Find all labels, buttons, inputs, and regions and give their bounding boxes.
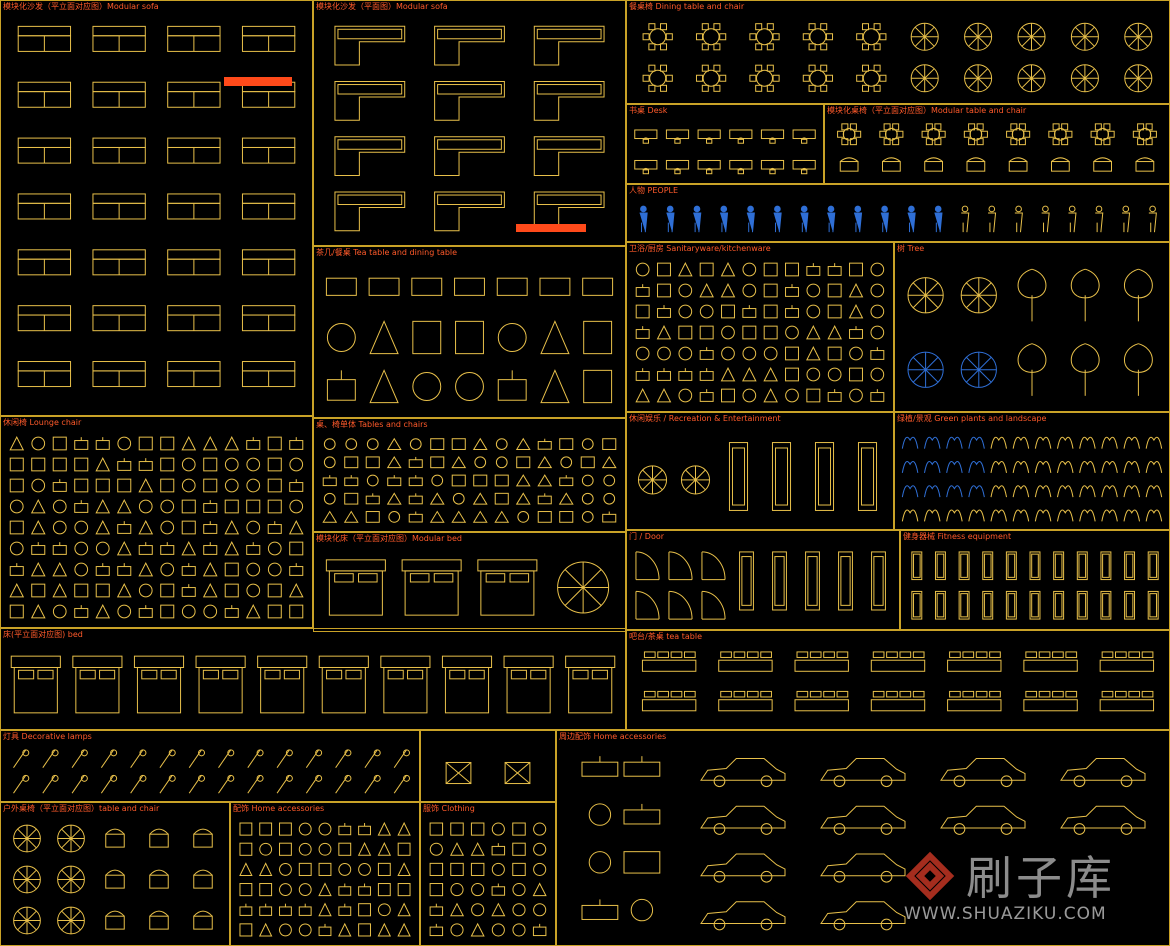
panel-art (581, 756, 1146, 931)
panel-art (17, 25, 296, 388)
panel-title: 模块化桌椅（平立面对应图）Modular table and chair (827, 106, 1027, 115)
panel-title: 床(平立面对应图) bed (3, 630, 83, 639)
panel-title: 健身器械 Fitness equipment (903, 532, 1012, 541)
panel-title: 休闲椅 Lounge chair (3, 418, 82, 427)
panel-art (634, 129, 816, 175)
panel-lounge: 休闲椅 Lounge chair (0, 416, 313, 628)
panel-fitness: 健身器械 Fitness equipment (900, 530, 1170, 630)
panel-modular-sofa-1: 模块化沙发（平立面对应图）Modular sofa (0, 0, 313, 416)
brush-logo-icon (905, 851, 955, 901)
watermark-chinese: 刷子库 (966, 851, 1116, 905)
watermark-url: WWW.SHUAZIKU.COM (904, 904, 1107, 924)
panel-bed: 床(平立面对应图) bed (0, 628, 626, 730)
panel-art (325, 559, 610, 616)
panel-title: 茶几/餐桌 Tea table and dining table (316, 248, 458, 257)
panel-art (907, 268, 1153, 396)
panel-modular-table: 模块化桌椅（平立面对应图）Modular table and chair (824, 104, 1170, 184)
panel-art (322, 437, 617, 523)
panel-title: 桌、椅单体 Tables and chairs (316, 420, 428, 429)
panel-title: 模块化沙发（平面图）Modular sofa (316, 2, 448, 11)
panel-title: 绿植/景观 Green plants and landscape (897, 414, 1047, 423)
panel-art (13, 749, 411, 794)
panel-title: 模块化沙发（平立面对应图）Modular sofa (3, 2, 159, 11)
panel-title: 周边配饰 Home accessories (559, 732, 667, 741)
panel-art (901, 436, 1163, 522)
panel-green: 绿植/景观 Green plants and landscape (894, 412, 1170, 530)
panel-tables-chairs: 桌、椅单体 Tables and chairs (313, 418, 626, 532)
panel-lamps: 灯具 Decorative lamps (0, 730, 420, 802)
panel-art (445, 761, 531, 785)
panel-title: 户外桌椅（平立面对应图）table and chair (3, 804, 160, 813)
panel-title: 卫浴/厨房 Sanitaryware/kitchenware (629, 244, 771, 253)
panel-title: 餐桌椅 Dining table and chair (629, 2, 745, 11)
panel-people: 人物 PEOPLE (626, 184, 1170, 242)
panel-clothing: 服饰 Clothing (420, 802, 556, 946)
panel-art (837, 123, 1157, 172)
panel-title: 吧台/茶桌 tea table (629, 632, 703, 641)
watermark: 刷子库 WWW.SHUAZIKU.COM (896, 838, 1136, 928)
panel-art (10, 655, 616, 714)
panel-title: 书桌 Desk (629, 106, 668, 115)
panel-title: 模块化床（平立面对应图）Modular bed (316, 534, 462, 543)
panel-title: 配饰 Home accessories (233, 804, 325, 813)
highlight-bar (516, 224, 586, 232)
panel-modular-sofa-2: 模块化沙发（平面图）Modular sofa (313, 0, 626, 246)
panel-sanitary: 卫浴/厨房 Sanitaryware/kitchenware (626, 242, 894, 412)
panel-title: 休闲娱乐 / Recreation & Entertainment (629, 414, 781, 423)
panel-art (334, 25, 605, 232)
panel-title: 树 Tree (897, 244, 925, 253)
panel-art (635, 551, 886, 620)
panel-art (642, 22, 1153, 93)
panel-art (639, 205, 1157, 233)
highlight-bar (224, 77, 292, 86)
panel-art (637, 442, 878, 511)
panel-title: 灯具 Decorative lamps (3, 732, 92, 741)
panel-art (429, 822, 547, 937)
panel-art (13, 824, 213, 935)
panel-dining: 餐桌椅 Dining table and chair (626, 0, 1170, 104)
panel-title: 门 / Door (629, 532, 665, 541)
panel-bar: 吧台/茶桌 tea table (626, 630, 1170, 730)
panel-art (911, 551, 1159, 620)
panel-outdoor: 户外桌椅（平立面对应图）table and chair (0, 802, 230, 946)
panel-art (635, 262, 885, 403)
panel-art (325, 277, 614, 404)
panel-tea-table: 茶几/餐桌 Tea table and dining table (313, 246, 626, 418)
panel-title: 服饰 Clothing (423, 804, 475, 813)
panel-art (641, 651, 1155, 712)
panel-door: 门 / Door (626, 530, 900, 630)
panel-desk: 书桌 Desk (626, 104, 824, 184)
panel-home-acc-2: 配饰 Home accessories (230, 802, 420, 946)
panel-recreation: 休闲娱乐 / Recreation & Entertainment (626, 412, 894, 530)
panel-title: 人物 PEOPLE (629, 186, 679, 195)
panel-art (239, 821, 411, 937)
panel-misc-small (420, 730, 556, 802)
panel-tree: 树 Tree (894, 242, 1170, 412)
panel-art (9, 436, 304, 619)
panel-modular-bed: 模块化床（平立面对应图）Modular bed (313, 532, 626, 632)
